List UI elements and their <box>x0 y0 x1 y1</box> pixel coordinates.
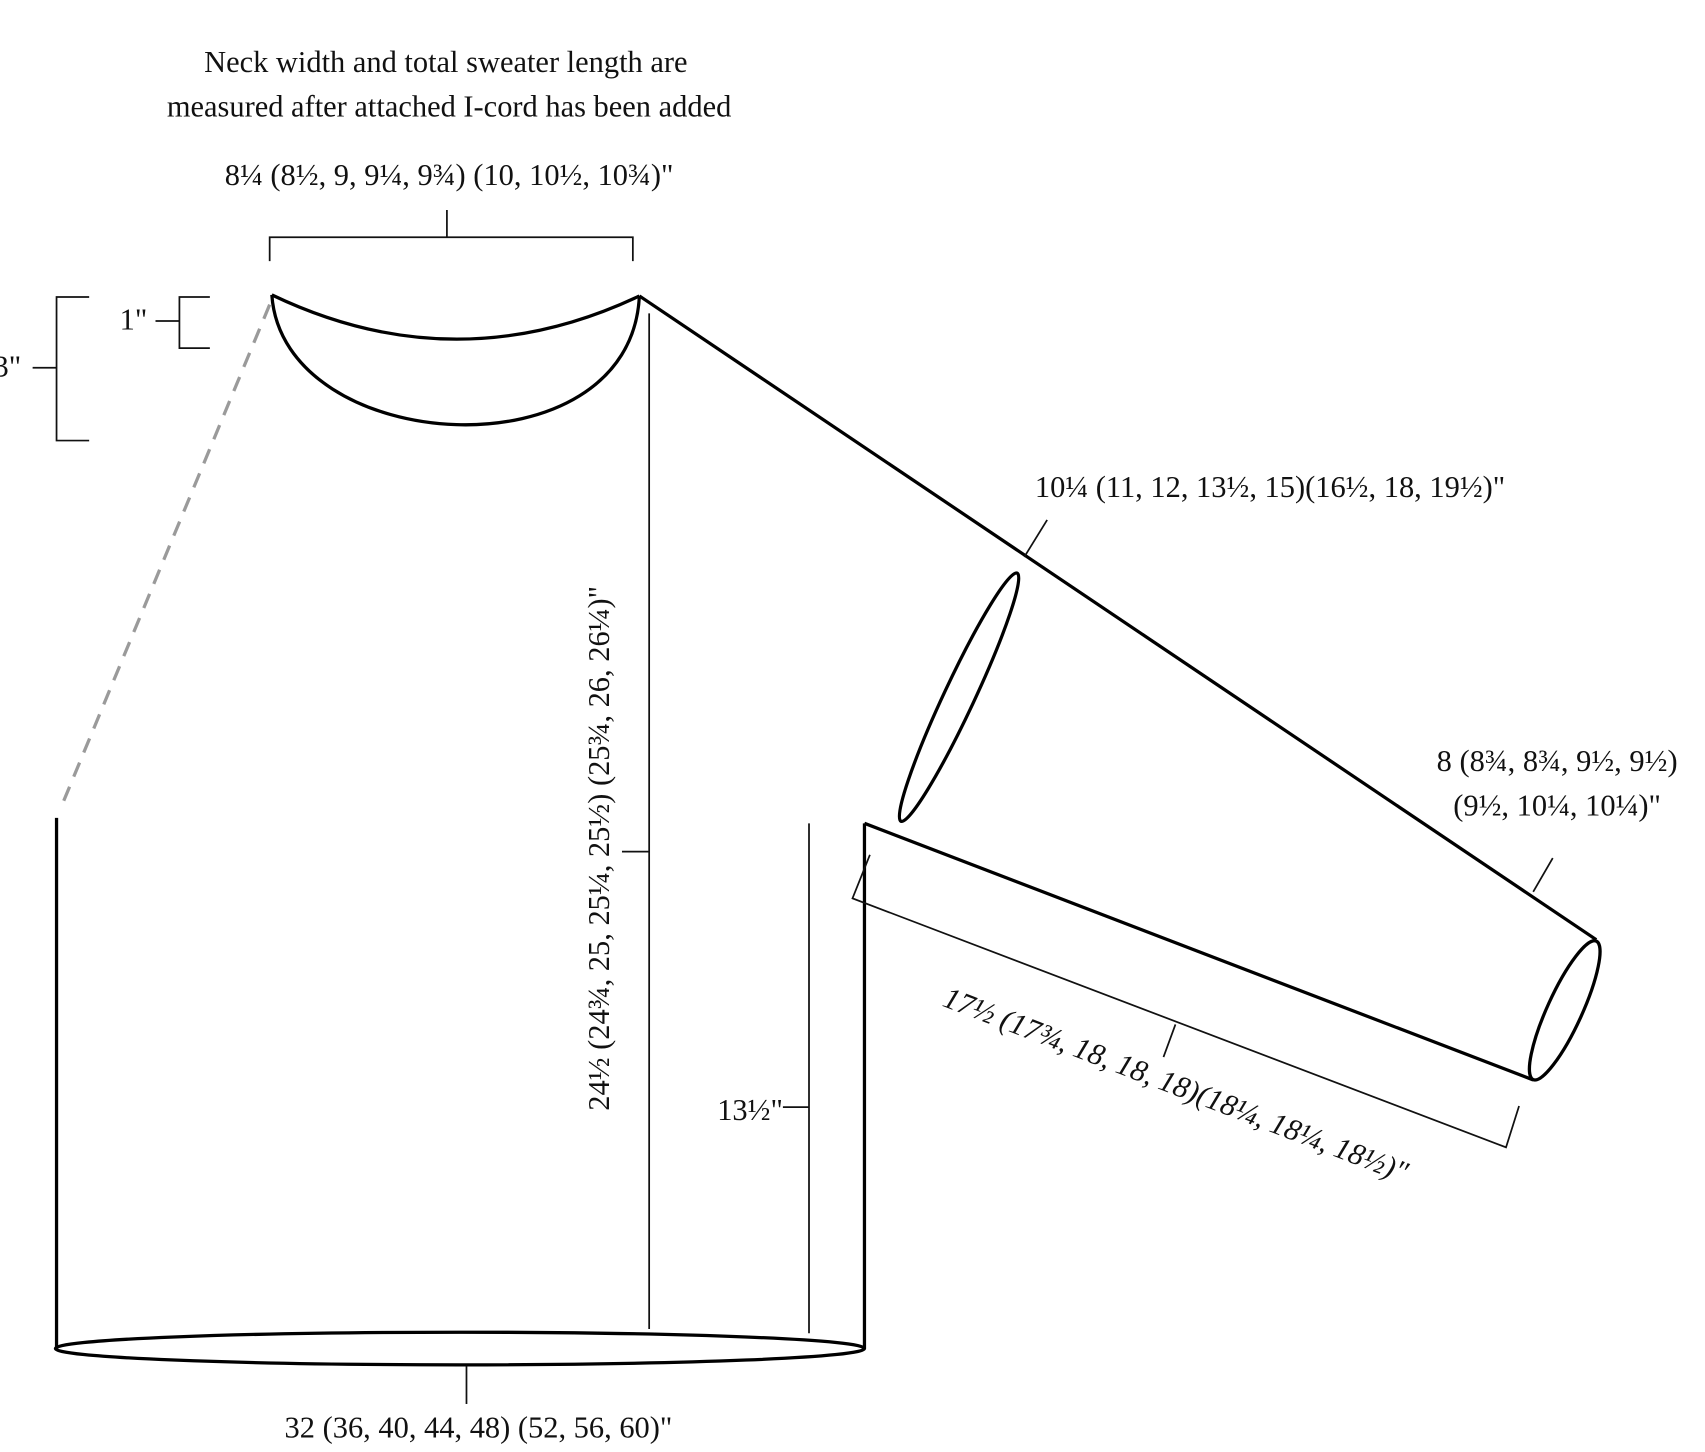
total-length-label: 24½ (24¾, 25, 25¼, 25½) (25¾, 26, 26¼)" <box>582 586 616 1111</box>
hem-ellipse <box>53 1330 867 1367</box>
sleeve-length-bracket <box>851 854 1520 1149</box>
cuff-label-line-1: 8 (8¾, 8¾, 9½, 9½) <box>1437 744 1678 778</box>
raglan-dashed-line <box>58 304 272 811</box>
cuff-label-line-2: (9½, 10¼, 10¼)" <box>1453 789 1661 823</box>
armhole-ellipse <box>897 571 1021 824</box>
note-line-1: Neck width and total sweater length are <box>204 45 687 79</box>
underarm-length-line <box>782 823 810 1334</box>
neckline-front <box>271 293 641 341</box>
sleeve-bottom <box>863 821 1534 1082</box>
total-length-line <box>621 313 651 1329</box>
neck-width-label: 8¼ (8½, 9, 9¼, 9¾) (10, 10½, 10¾)" <box>225 158 674 192</box>
cuff-ellipse <box>1527 939 1602 1082</box>
neck-depth-back-bracket <box>32 296 90 442</box>
raglan-sleeve-top <box>638 294 1598 942</box>
underarm-length-label: 13½" <box>717 1093 783 1127</box>
upper-arm-tick <box>1023 519 1048 558</box>
chest-circumference-label: 32 (36, 40, 44, 48) (52, 56, 60)" <box>285 1411 673 1445</box>
upper-arm-label: 10¼ (11, 12, 13½, 15)(16½, 18, 19½)" <box>1035 470 1505 504</box>
cuff-tick <box>1532 857 1554 893</box>
neck-depth-front-label: 1" <box>120 303 148 337</box>
neck-width-bracket <box>268 210 634 262</box>
neck-depth-back-label: 3" <box>0 349 21 383</box>
note-line-2: measured after attached I-cord has been … <box>167 90 731 124</box>
neck-depth-front-bracket <box>155 296 210 350</box>
neckline-back <box>270 294 642 427</box>
